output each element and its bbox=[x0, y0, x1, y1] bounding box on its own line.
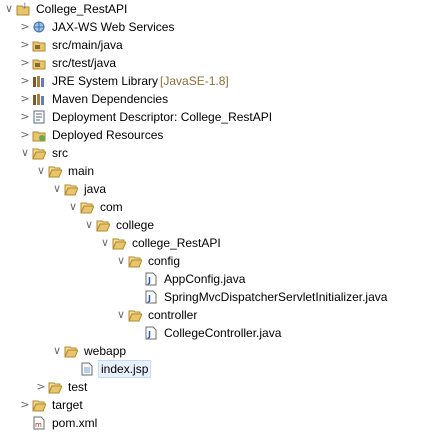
tree-item-config[interactable]: ∨ config bbox=[114, 252, 182, 270]
tree-item-label: Deployment Descriptor: College_RestAPI bbox=[52, 110, 273, 124]
tree-item-appconfig-java[interactable]: J AppConfig.java bbox=[130, 270, 247, 288]
expand-arrow-open-icon[interactable]: ∨ bbox=[52, 344, 62, 357]
java-file-icon: J bbox=[144, 326, 158, 340]
library-icon bbox=[32, 92, 46, 106]
tree-item-college-restapi[interactable]: ∨ college_RestAPI bbox=[98, 234, 223, 252]
tree-item-label: CollegeController.java bbox=[164, 326, 282, 340]
tree-item-index-jsp[interactable]: index.jsp bbox=[66, 360, 152, 378]
expand-arrow-open-icon[interactable]: ∨ bbox=[20, 146, 30, 159]
library-icon bbox=[32, 74, 46, 88]
folder-open-icon bbox=[32, 146, 46, 160]
source-folder-icon bbox=[32, 56, 46, 70]
java-file-icon: J bbox=[144, 290, 158, 304]
expand-arrow-open-icon[interactable]: ∨ bbox=[84, 218, 94, 231]
tree-item-pom-xml[interactable]: m pom.xml bbox=[18, 414, 99, 432]
tree-item-deployed-resources[interactable]: > Deployed Resources bbox=[18, 126, 165, 144]
folder-open-icon bbox=[64, 182, 78, 196]
tree-item-label: college bbox=[116, 218, 155, 232]
tree-item-label: College_RestAPI bbox=[36, 2, 128, 16]
tree-item-label: src bbox=[52, 146, 68, 160]
expand-arrow-closed-icon[interactable]: > bbox=[20, 74, 30, 87]
tree-item-webapp[interactable]: ∨ webapp bbox=[50, 342, 128, 360]
tree-item-label: main bbox=[68, 164, 95, 178]
tree-item-test[interactable]: > test bbox=[34, 378, 89, 396]
expand-arrow-open-icon[interactable]: ∨ bbox=[100, 236, 110, 249]
tree-item-label: SpringMvcDispatcherServletInitializer.ja… bbox=[164, 290, 388, 304]
tree-item-label: src/test/java bbox=[52, 56, 117, 70]
tree-item-deployment-descriptor-college-restapi[interactable]: > Deployment Descriptor: College_RestAPI bbox=[18, 108, 274, 126]
tree-item-label: Deployed Resources bbox=[52, 128, 164, 142]
tree-item-maven-dependencies[interactable]: > Maven Dependencies bbox=[18, 90, 170, 108]
tree-item-springmvcdispatcherservletinitializer-java[interactable]: J SpringMvcDispatcherServletInitializer.j… bbox=[130, 288, 389, 306]
svg-text:J: J bbox=[147, 294, 151, 303]
expand-arrow-closed-icon[interactable]: > bbox=[20, 56, 30, 69]
folder-open-icon bbox=[64, 344, 78, 358]
expand-arrow-open-icon[interactable]: ∨ bbox=[68, 200, 78, 213]
svg-text:J: J bbox=[23, 2, 26, 9]
tree-item-label: index.jsp bbox=[98, 360, 152, 378]
expand-arrow-open-icon[interactable]: ∨ bbox=[116, 308, 126, 321]
tree-item-main[interactable]: ∨ main bbox=[34, 162, 96, 180]
tree-item-collegecontroller-java[interactable]: J CollegeController.java bbox=[130, 324, 283, 342]
tree-item-com[interactable]: ∨ com bbox=[66, 198, 125, 216]
folder-open-icon bbox=[112, 236, 126, 250]
tree-item-src-main-java[interactable]: > src/main/java bbox=[18, 36, 125, 54]
jsp-file-icon bbox=[80, 362, 94, 376]
tree-item-jax-ws-web-services[interactable]: > JAX-WS Web Services bbox=[18, 18, 176, 36]
tree-item-label: Maven Dependencies bbox=[52, 92, 169, 106]
tree-item-label: JRE System Library bbox=[52, 74, 159, 88]
tree-item-label: test bbox=[68, 380, 88, 394]
tree-item-label: target bbox=[52, 398, 83, 412]
tree-item-decoration: [JavaSE-1.8] bbox=[160, 74, 229, 88]
svg-text:J: J bbox=[147, 276, 151, 285]
folder-open-icon bbox=[128, 308, 142, 322]
tree-item-controller[interactable]: ∨ controller bbox=[114, 306, 199, 324]
folder-open-icon bbox=[80, 200, 94, 214]
tree-item-college-restapi[interactable]: ∨ J College_RestAPI bbox=[2, 0, 129, 18]
java-file-icon: J bbox=[144, 272, 158, 286]
tree-item-label: AppConfig.java bbox=[164, 272, 246, 286]
tree-item-jre-system-library[interactable]: > JRE System Library[JavaSE-1.8] bbox=[18, 72, 229, 90]
expand-arrow-open-icon[interactable]: ∨ bbox=[4, 2, 14, 15]
folder-open-icon bbox=[48, 380, 62, 394]
deployed-resources-icon bbox=[32, 128, 46, 142]
tree-item-target[interactable]: > target bbox=[18, 396, 85, 414]
tree-item-src-test-java[interactable]: > src/test/java bbox=[18, 54, 118, 72]
expand-arrow-open-icon[interactable]: ∨ bbox=[36, 164, 46, 177]
folder-open-icon bbox=[128, 254, 142, 268]
tree-item-label: src/main/java bbox=[52, 38, 123, 52]
expand-arrow-open-icon[interactable]: ∨ bbox=[52, 182, 62, 195]
folder-open-icon bbox=[32, 398, 46, 412]
source-folder-icon bbox=[32, 38, 46, 52]
folder-open-icon bbox=[96, 218, 110, 232]
tree-item-label: pom.xml bbox=[52, 416, 98, 430]
tree-item-label: webapp bbox=[84, 344, 127, 358]
expand-arrow-closed-icon[interactable]: > bbox=[20, 20, 30, 33]
tree-item-label: controller bbox=[148, 308, 198, 322]
expand-arrow-closed-icon[interactable]: > bbox=[20, 38, 30, 51]
tree-item-label: college_RestAPI bbox=[132, 236, 221, 250]
expand-arrow-closed-icon[interactable]: > bbox=[36, 380, 46, 393]
tree-item-java[interactable]: ∨ java bbox=[50, 180, 108, 198]
folder-open-icon bbox=[48, 164, 62, 178]
webservices-icon bbox=[32, 20, 46, 34]
deployment-descriptor-icon bbox=[32, 110, 46, 124]
expand-arrow-closed-icon[interactable]: > bbox=[20, 92, 30, 105]
expand-arrow-closed-icon[interactable]: > bbox=[20, 110, 30, 123]
tree-item-src[interactable]: ∨ src bbox=[18, 144, 70, 162]
tree-item-label: config bbox=[148, 254, 181, 268]
tree-item-college[interactable]: ∨ college bbox=[82, 216, 156, 234]
xml-file-icon: m bbox=[32, 416, 46, 430]
tree-item-label: com bbox=[100, 200, 123, 214]
expand-arrow-closed-icon[interactable]: > bbox=[20, 128, 30, 141]
expand-arrow-open-icon[interactable]: ∨ bbox=[116, 254, 126, 267]
svg-text:J: J bbox=[147, 330, 151, 339]
svg-text:m: m bbox=[35, 421, 42, 429]
tree-item-label: java bbox=[84, 182, 107, 196]
tree-item-label: JAX-WS Web Services bbox=[52, 20, 175, 34]
project-icon: J bbox=[16, 2, 30, 16]
expand-arrow-closed-icon[interactable]: > bbox=[20, 398, 30, 411]
